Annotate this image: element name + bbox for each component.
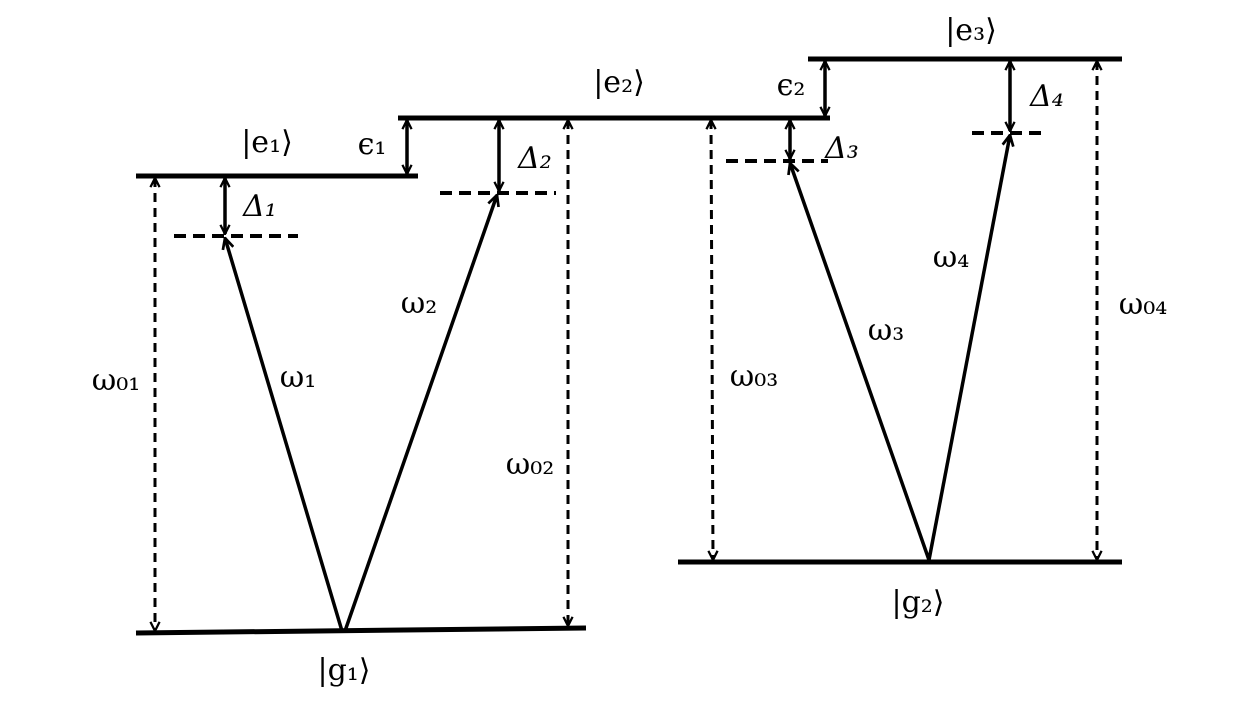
label-w2: ω₂ xyxy=(401,286,438,321)
label-g1: |g₁⟩ xyxy=(317,653,370,688)
label-d3: Δ₃ xyxy=(824,131,859,166)
label-w3: ω₃ xyxy=(868,313,905,348)
laser-arrow-w3 xyxy=(790,163,931,561)
label-w04: ω₀₄ xyxy=(1119,287,1168,322)
label-w01: ω₀₁ xyxy=(92,363,141,398)
label-eps1: ϵ₁ xyxy=(358,127,387,162)
laser-arrow-w4 xyxy=(927,135,1010,561)
level-g1 xyxy=(135,625,587,636)
laser-arrow-w2 xyxy=(343,195,497,632)
label-d4: Δ₄ xyxy=(1029,79,1064,114)
label-w02: ω₀₂ xyxy=(506,447,555,482)
laser-arrow-w1 xyxy=(225,238,344,632)
transition-arrow-w03 xyxy=(711,120,713,560)
label-g2: |g₂⟩ xyxy=(891,585,944,620)
label-e3: |e₃⟩ xyxy=(945,13,997,48)
label-w03: ω₀₃ xyxy=(730,359,779,394)
label-e1: |e₁⟩ xyxy=(241,125,293,160)
label-w1: ω₁ xyxy=(280,360,317,395)
label-eps2: ϵ₂ xyxy=(777,68,806,103)
label-d1: Δ₁ xyxy=(242,189,277,224)
label-d2: Δ₂ xyxy=(517,141,552,176)
label-e2: |e₂⟩ xyxy=(593,65,645,100)
label-w4: ω₄ xyxy=(933,240,970,275)
